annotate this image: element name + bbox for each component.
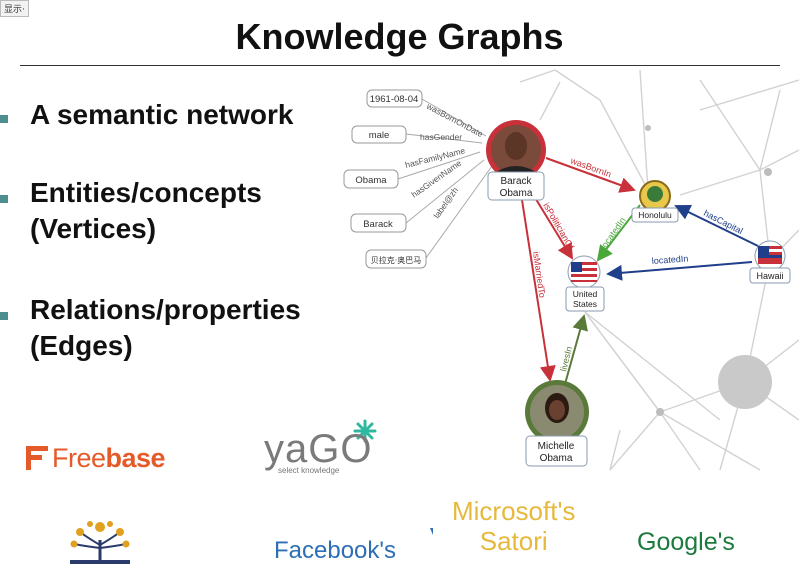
- facebook-mark-icon: [430, 528, 433, 535]
- facebook-label: Facebook's: [274, 537, 396, 564]
- edge-has-capital: [674, 204, 759, 247]
- literal-family-name: Obama: [355, 175, 387, 186]
- edge-is-politician-of: [533, 195, 574, 260]
- honolulu-label-box: [631, 207, 679, 223]
- network-hub: [718, 355, 772, 409]
- edge-label: isPoliticianOf: [541, 201, 576, 251]
- bullet-2-line2: (Vertices): [30, 213, 157, 244]
- michelle-label-box: [525, 435, 588, 467]
- literal-gender: male: [369, 130, 390, 141]
- network-node: [645, 125, 651, 131]
- edge-lives-in: [564, 314, 588, 385]
- edge-located-in-hawaii: [606, 261, 753, 281]
- bullet-2-line1: Entities/concepts: [30, 177, 262, 208]
- bullet-3: Relations/properties (Edges): [30, 292, 301, 364]
- yago-wordmark: yaGO: [264, 427, 373, 471]
- literal-edges: [397, 98, 493, 259]
- barack-label-2: Obama: [500, 188, 533, 199]
- literal-date: 1961-08-04: [370, 94, 419, 105]
- bullet-1-line1: A semantic network: [30, 99, 294, 130]
- bullet-marker: [0, 115, 8, 123]
- google-label: Google's: [637, 528, 735, 556]
- literal-label-zh: 贝拉克·奥巴马: [371, 255, 422, 265]
- literal-given-name: Barack: [363, 219, 393, 230]
- us-label-box: [565, 286, 605, 312]
- edge-was-born-in: [545, 157, 636, 193]
- edge-label: locatedIn: [598, 215, 627, 251]
- freebase-logo-icon: [26, 446, 48, 470]
- barack-label-1: Barack: [500, 176, 532, 187]
- background-network: [519, 69, 799, 471]
- literal-box: [351, 125, 407, 144]
- freebase-logo: Freebase: [52, 443, 166, 474]
- hawaii-label: Hawaii: [756, 271, 783, 281]
- microsoft-line1: Microsoft's: [452, 496, 576, 526]
- microsoft-line2: Satori: [479, 526, 548, 556]
- us-label-2: States: [573, 299, 597, 309]
- network-node: [656, 408, 664, 416]
- yago-star-icon: [353, 419, 377, 443]
- barack-label-box: [487, 171, 545, 201]
- tree-logo-icon: [70, 521, 130, 564]
- edge-label: locatedIn: [651, 253, 688, 266]
- edge-label: wasBornIn: [568, 155, 612, 179]
- michelle-label-2: Obama: [540, 453, 573, 464]
- edge-label: hasGender: [420, 132, 462, 142]
- bullet-marker: [0, 195, 8, 203]
- edge-is-married-to: [521, 199, 556, 382]
- slide-title: Knowledge Graphs: [235, 16, 564, 57]
- bullet-3-line2: (Edges): [30, 330, 133, 361]
- literal-box: [365, 249, 427, 269]
- honolulu-label: Honolulu: [638, 210, 672, 220]
- microsoft-satori-label: Microsoft's Satori: [452, 496, 575, 556]
- literal-box: [343, 169, 399, 189]
- yago-logo: yaGO select knowledge: [264, 427, 373, 475]
- freebase-prefix: Free: [52, 443, 106, 473]
- bullet-3-line1: Relations/properties: [30, 294, 301, 325]
- network-node: [764, 168, 772, 176]
- freebase-bold: base: [105, 443, 166, 473]
- literal-box: [350, 213, 407, 233]
- bullet-marker: [0, 312, 8, 320]
- title-rule: [20, 65, 780, 66]
- bullet-2: Entities/concepts (Vertices): [30, 175, 262, 247]
- corner-tag: 显示·: [0, 0, 29, 17]
- hawaii-label-box: [749, 267, 791, 284]
- bullet-1: A semantic network: [30, 97, 293, 133]
- us-label-1: United: [573, 289, 598, 299]
- literal-box: [366, 89, 423, 108]
- yago-tagline: select knowledge: [278, 466, 340, 475]
- michelle-label-1: Michelle: [538, 441, 575, 452]
